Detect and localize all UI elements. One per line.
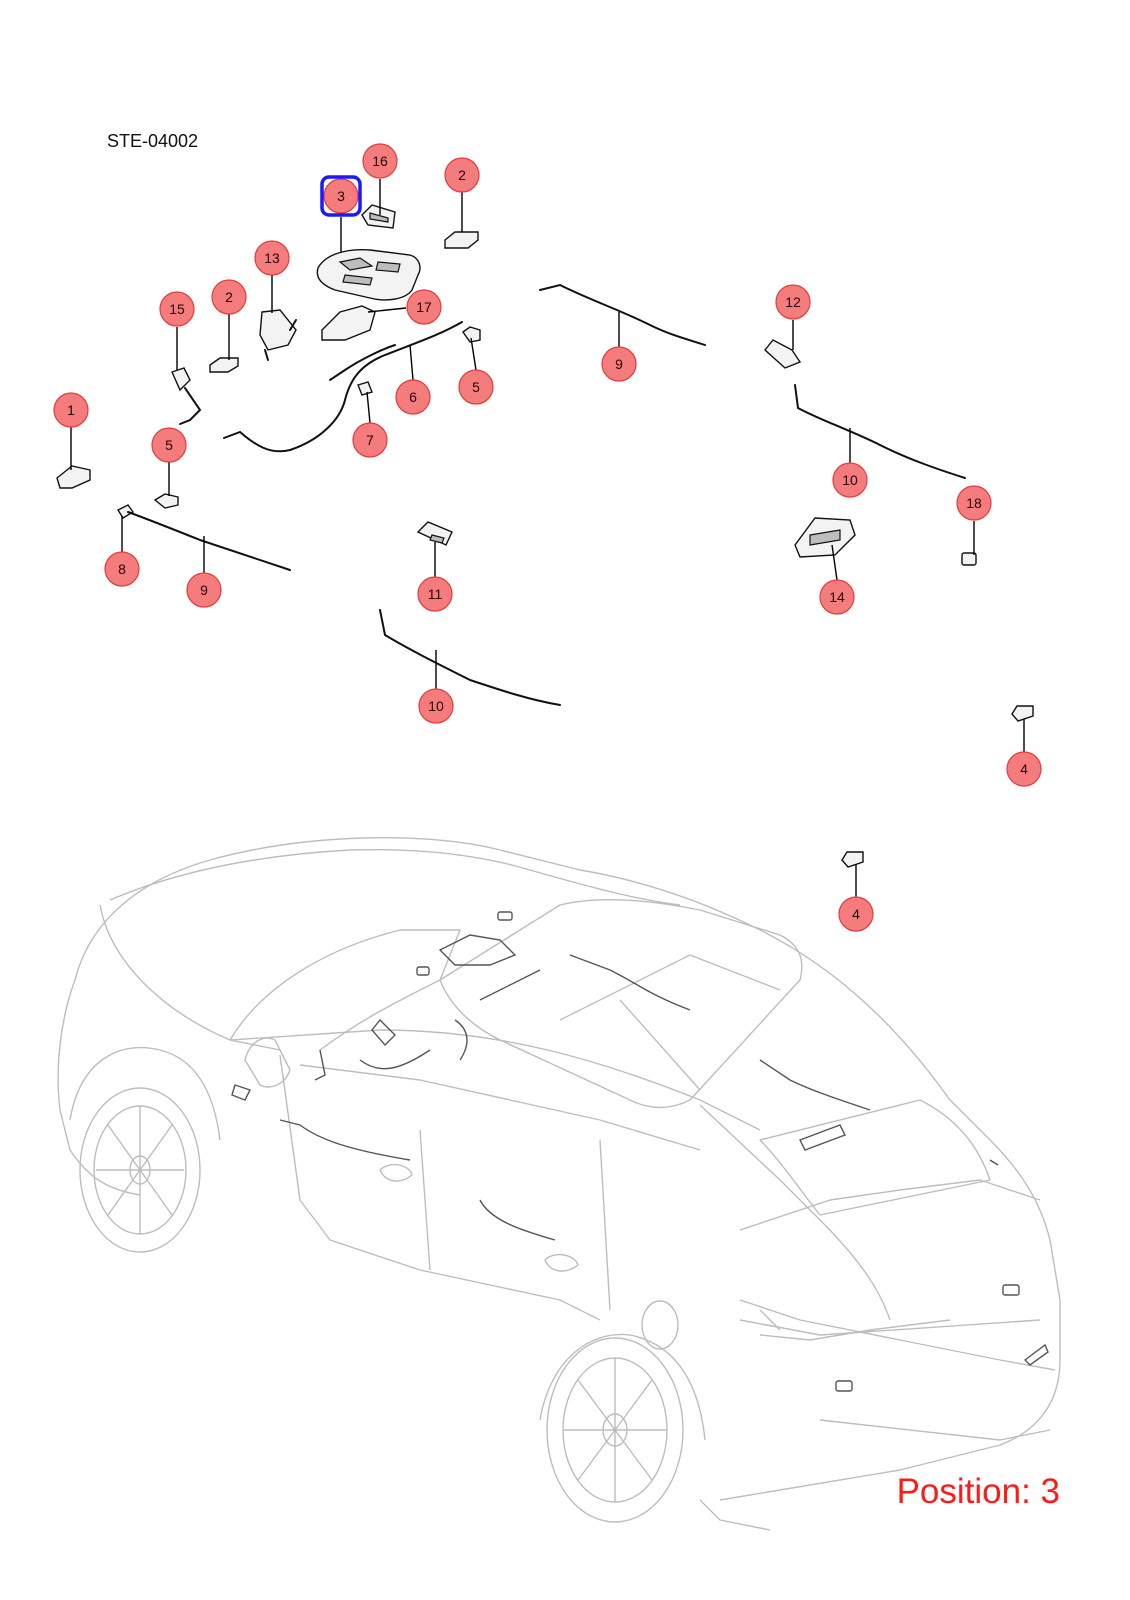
vehicle-outline [57, 837, 1061, 1531]
callout-15[interactable]: 15 [159, 291, 195, 327]
callout-6-label: 6 [409, 389, 417, 405]
callout-2-label: 2 [225, 289, 233, 305]
leader-lines [70, 179, 1025, 898]
callout-14[interactable]: 14 [819, 579, 855, 615]
callout-10-label: 10 [428, 698, 444, 714]
callout-14-label: 14 [829, 589, 845, 605]
callout-4-upper[interactable]: 4 [1006, 751, 1042, 787]
selected-highlight [320, 175, 362, 217]
callout-4-lower[interactable]: 4 [838, 896, 874, 932]
callout-6[interactable]: 6 [395, 379, 431, 415]
callout-8-label: 8 [118, 561, 126, 577]
callout-13-label: 13 [264, 250, 280, 266]
callout-18[interactable]: 18 [956, 485, 992, 521]
callout-2-top[interactable]: 2 [444, 157, 480, 193]
callout-5-right[interactable]: 5 [458, 369, 494, 405]
callout-17-label: 17 [416, 299, 432, 315]
callout-1-label: 1 [67, 402, 75, 418]
callout-3[interactable]: 3 [320, 175, 362, 217]
callout-15-label: 15 [169, 301, 185, 317]
position-label: Position: 3 [896, 1472, 1060, 1511]
callout-10-label: 10 [842, 472, 858, 488]
diagram-id: STE-04002 [107, 131, 199, 151]
callout-9-label: 9 [615, 356, 623, 372]
callout-16[interactable]: 16 [362, 143, 398, 179]
callout-7-label: 7 [366, 432, 374, 448]
callout-5-label: 5 [165, 437, 173, 453]
callout-10-right[interactable]: 10 [832, 462, 868, 498]
callout-4-label: 4 [1020, 761, 1028, 777]
callout-2-label: 2 [458, 167, 466, 183]
callout-5-left[interactable]: 5 [151, 427, 187, 463]
callout-12-label: 12 [785, 294, 801, 310]
callout-9-left[interactable]: 9 [186, 572, 222, 608]
callout-8[interactable]: 8 [104, 551, 140, 587]
callout-18-label: 18 [966, 495, 982, 511]
callout-1[interactable]: 1 [53, 392, 89, 428]
callout-3-label: 3 [337, 188, 345, 204]
exploded-parts [56, 204, 1034, 868]
installed-parts [231, 911, 1049, 1392]
callout-16-label: 16 [372, 153, 388, 169]
callout-9-top[interactable]: 9 [601, 346, 637, 382]
callout-11-label: 11 [428, 586, 443, 602]
callout-10-bottom[interactable]: 10 [418, 688, 454, 724]
callout-11[interactable]: 11 [417, 576, 453, 612]
callout-12[interactable]: 12 [775, 284, 811, 320]
callout-9-label: 9 [200, 582, 208, 598]
callout-2-left[interactable]: 2 [211, 279, 247, 315]
callout-17[interactable]: 17 [406, 289, 442, 325]
callout-7[interactable]: 7 [352, 422, 388, 458]
callout-4-label: 4 [852, 906, 860, 922]
callout-5-label: 5 [472, 379, 480, 395]
callout-13[interactable]: 13 [254, 240, 290, 276]
